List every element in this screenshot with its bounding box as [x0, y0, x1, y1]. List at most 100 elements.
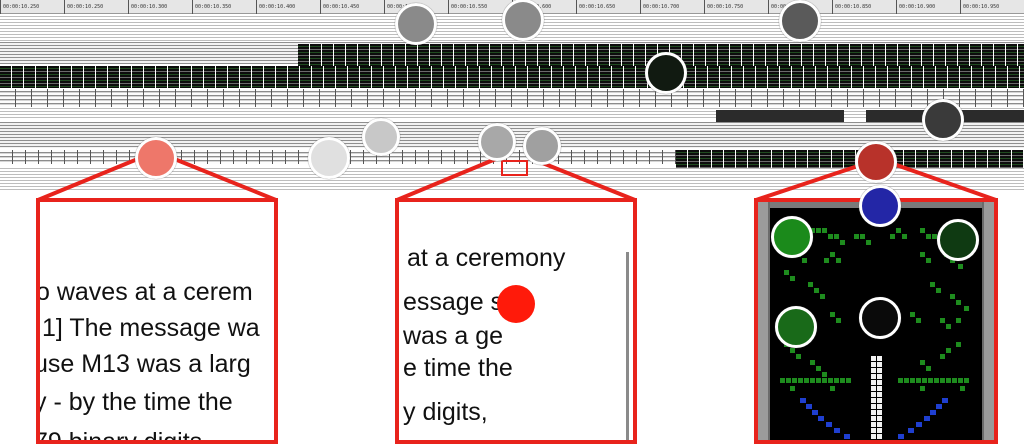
frame-thumbnail[interactable]	[848, 89, 864, 107]
frame-thumbnail[interactable]	[348, 66, 360, 88]
frame-thumbnail[interactable]	[252, 66, 264, 88]
frame-thumbnail[interactable]	[336, 89, 352, 107]
frame-thumbnail[interactable]	[552, 66, 564, 88]
frame-thumbnail[interactable]	[240, 89, 256, 107]
frame-thumbnail[interactable]	[108, 66, 120, 88]
frame-thumbnail[interactable]	[234, 150, 247, 164]
frame-thumbnail[interactable]	[874, 44, 886, 66]
frame-thumbnail[interactable]	[724, 150, 736, 172]
frame-thumbnail[interactable]	[948, 66, 960, 88]
marker-gray-4[interactable]	[922, 99, 964, 141]
frame-thumbnail[interactable]	[972, 66, 984, 88]
frame-thumbnail[interactable]	[828, 66, 840, 88]
frame-thumbnail[interactable]	[784, 89, 800, 107]
frame-thumbnail[interactable]	[208, 150, 221, 164]
frame-thumbnail[interactable]	[612, 66, 624, 88]
frame-thumbnail[interactable]	[512, 89, 528, 107]
marker-gray-6[interactable]	[523, 127, 561, 165]
frame-thumbnail[interactable]	[64, 89, 80, 107]
frame-thumbnail[interactable]	[676, 150, 688, 172]
frame-thumbnail[interactable]	[132, 66, 144, 88]
frame-thumbnail[interactable]	[192, 66, 204, 88]
frame-thumbnail[interactable]	[1008, 66, 1020, 88]
frame-thumbnail[interactable]	[560, 89, 576, 107]
frame-thumbnail[interactable]	[65, 150, 78, 164]
frame-thumbnail[interactable]	[585, 150, 598, 164]
frame-thumbnail[interactable]	[910, 44, 922, 66]
frame-thumbnail[interactable]	[112, 89, 128, 107]
frame-thumbnail[interactable]	[516, 66, 528, 88]
frame-thumbnail[interactable]	[334, 44, 346, 66]
frame-thumbnail[interactable]	[984, 66, 996, 88]
frame-thumbnail[interactable]	[272, 89, 288, 107]
frame-thumbnail[interactable]	[688, 150, 700, 172]
frame-thumbnail[interactable]	[480, 66, 492, 88]
frame-thumbnail[interactable]	[802, 44, 814, 66]
frame-thumbnail[interactable]	[368, 89, 384, 107]
frame-thumbnail[interactable]	[598, 150, 611, 164]
frame-thumbnail[interactable]	[598, 44, 610, 66]
frame-thumbnail[interactable]	[850, 44, 862, 66]
frame-thumbnail[interactable]	[538, 44, 550, 66]
frame-thumbnail[interactable]	[766, 44, 778, 66]
frame-thumbnail[interactable]	[754, 44, 766, 66]
frame-thumbnail[interactable]	[982, 44, 994, 66]
frame-thumbnail[interactable]	[464, 89, 480, 107]
frame-thumbnail[interactable]	[720, 66, 732, 88]
frame-thumbnail[interactable]	[260, 150, 273, 164]
marker-gray-3[interactable]	[779, 0, 821, 42]
frame-thumbnail[interactable]	[456, 66, 468, 88]
frame-thumbnail[interactable]	[624, 89, 640, 107]
frame-thumbnail[interactable]	[886, 44, 898, 66]
frame-thumbnail[interactable]	[490, 44, 502, 66]
frame-thumbnail[interactable]	[120, 66, 132, 88]
frame-thumbnail[interactable]	[394, 44, 406, 66]
marker-gray-5[interactable]	[478, 123, 516, 161]
frame-thumbnail[interactable]	[816, 89, 832, 107]
frame-thumbnail[interactable]	[312, 66, 324, 88]
frame-thumbnail[interactable]	[13, 150, 26, 164]
frame-thumbnail[interactable]	[526, 44, 538, 66]
frame-thumbnail[interactable]	[992, 89, 1008, 107]
frame-thumbnail[interactable]	[896, 89, 912, 107]
frame-thumbnail[interactable]	[696, 66, 708, 88]
frame-thumbnail[interactable]	[400, 89, 416, 107]
frame-thumbnail[interactable]	[429, 150, 442, 164]
marker-black-2[interactable]	[859, 297, 901, 339]
marker-green-2[interactable]	[775, 306, 817, 348]
frame-thumbnail[interactable]	[952, 150, 964, 172]
frame-thumbnail[interactable]	[352, 89, 368, 107]
frame-thumbnail[interactable]	[1006, 44, 1018, 66]
frame-thumbnail[interactable]	[562, 44, 574, 66]
frame-thumbnail[interactable]	[840, 66, 852, 88]
frame-thumbnail[interactable]	[611, 150, 624, 164]
frame-thumbnail[interactable]	[156, 66, 168, 88]
frame-thumbnail[interactable]	[736, 150, 748, 172]
marker-red[interactable]	[497, 285, 535, 323]
frame-thumbnail[interactable]	[221, 150, 234, 164]
frame-thumbnail[interactable]	[559, 150, 572, 164]
frame-thumbnail[interactable]	[574, 44, 586, 66]
frame-thumbnail[interactable]	[273, 150, 286, 164]
frame-thumbnail[interactable]	[640, 89, 656, 107]
frame-thumbnail[interactable]	[320, 89, 336, 107]
frame-thumbnail[interactable]	[752, 89, 768, 107]
frame-thumbnail[interactable]	[32, 89, 48, 107]
frame-thumbnail[interactable]	[176, 89, 192, 107]
frame-thumbnail[interactable]	[502, 44, 514, 66]
frame-thumbnail[interactable]	[492, 66, 504, 88]
frame-thumbnail[interactable]	[496, 89, 512, 107]
frame-thumbnail[interactable]	[372, 66, 384, 88]
frame-thumbnail[interactable]	[768, 89, 784, 107]
frame-thumbnail[interactable]	[904, 150, 916, 172]
frame-thumbnail[interactable]	[600, 66, 612, 88]
marker-light-2[interactable]	[362, 118, 400, 156]
frame-thumbnail[interactable]	[663, 150, 676, 164]
marker-black-1[interactable]	[645, 52, 687, 94]
frame-thumbnail[interactable]	[52, 150, 65, 164]
frame-thumbnail[interactable]	[718, 44, 730, 66]
frame-thumbnail[interactable]	[772, 150, 784, 172]
frame-thumbnail[interactable]	[928, 150, 940, 172]
frame-thumbnail[interactable]	[358, 44, 370, 66]
frame-thumbnail[interactable]	[430, 44, 442, 66]
